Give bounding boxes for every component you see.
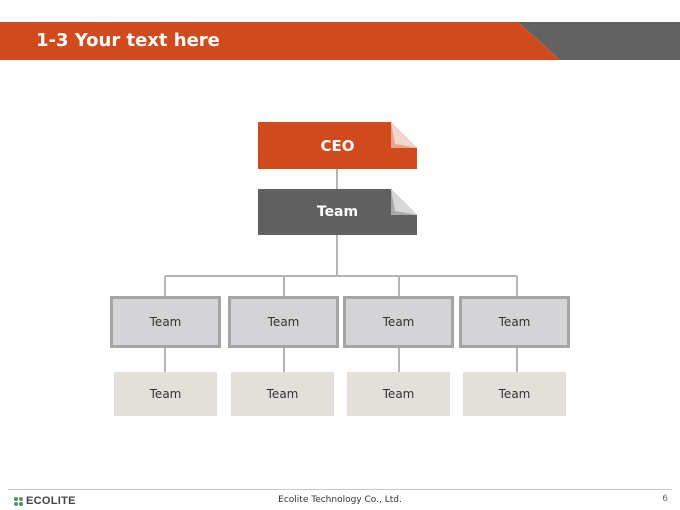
bottom-team-label: Team (149, 387, 182, 401)
mid-team-label: Team (267, 315, 300, 329)
page-number: 6 (662, 494, 668, 504)
logo-text: ECOLITE (26, 495, 76, 507)
ceo-box: CEO (258, 122, 417, 169)
bottom-team-label: Team (498, 387, 531, 401)
footer-divider (8, 489, 672, 490)
bottom-team-label: Team (382, 387, 415, 401)
bottom-team-label: Team (266, 387, 299, 401)
bottom-team-box-3: Team (347, 372, 450, 416)
mid-team-box-4: Team (459, 296, 570, 348)
top-team-label: Team (316, 204, 359, 220)
top-team-box: Team (258, 189, 417, 235)
header-band (0, 22, 680, 60)
mid-team-label: Team (149, 315, 182, 329)
company-logo: ECOLITE (14, 494, 76, 508)
ceo-label: CEO (320, 136, 355, 155)
bottom-team-box-4: Team (463, 372, 566, 416)
logo-dots-icon (14, 496, 23, 506)
slide-title: 1-3 Your text here (36, 30, 220, 51)
folded-corner-icon (391, 189, 417, 215)
company-name: Ecolite Technology Co., Ltd. (278, 495, 402, 505)
mid-team-box-1: Team (110, 296, 221, 348)
mid-team-box-2: Team (228, 296, 339, 348)
mid-team-label: Team (498, 315, 531, 329)
folded-corner-icon (391, 122, 417, 148)
bottom-team-box-1: Team (114, 372, 217, 416)
mid-team-box-3: Team (343, 296, 454, 348)
bottom-team-box-2: Team (231, 372, 334, 416)
mid-team-label: Team (382, 315, 415, 329)
header-band-shape (0, 22, 680, 60)
